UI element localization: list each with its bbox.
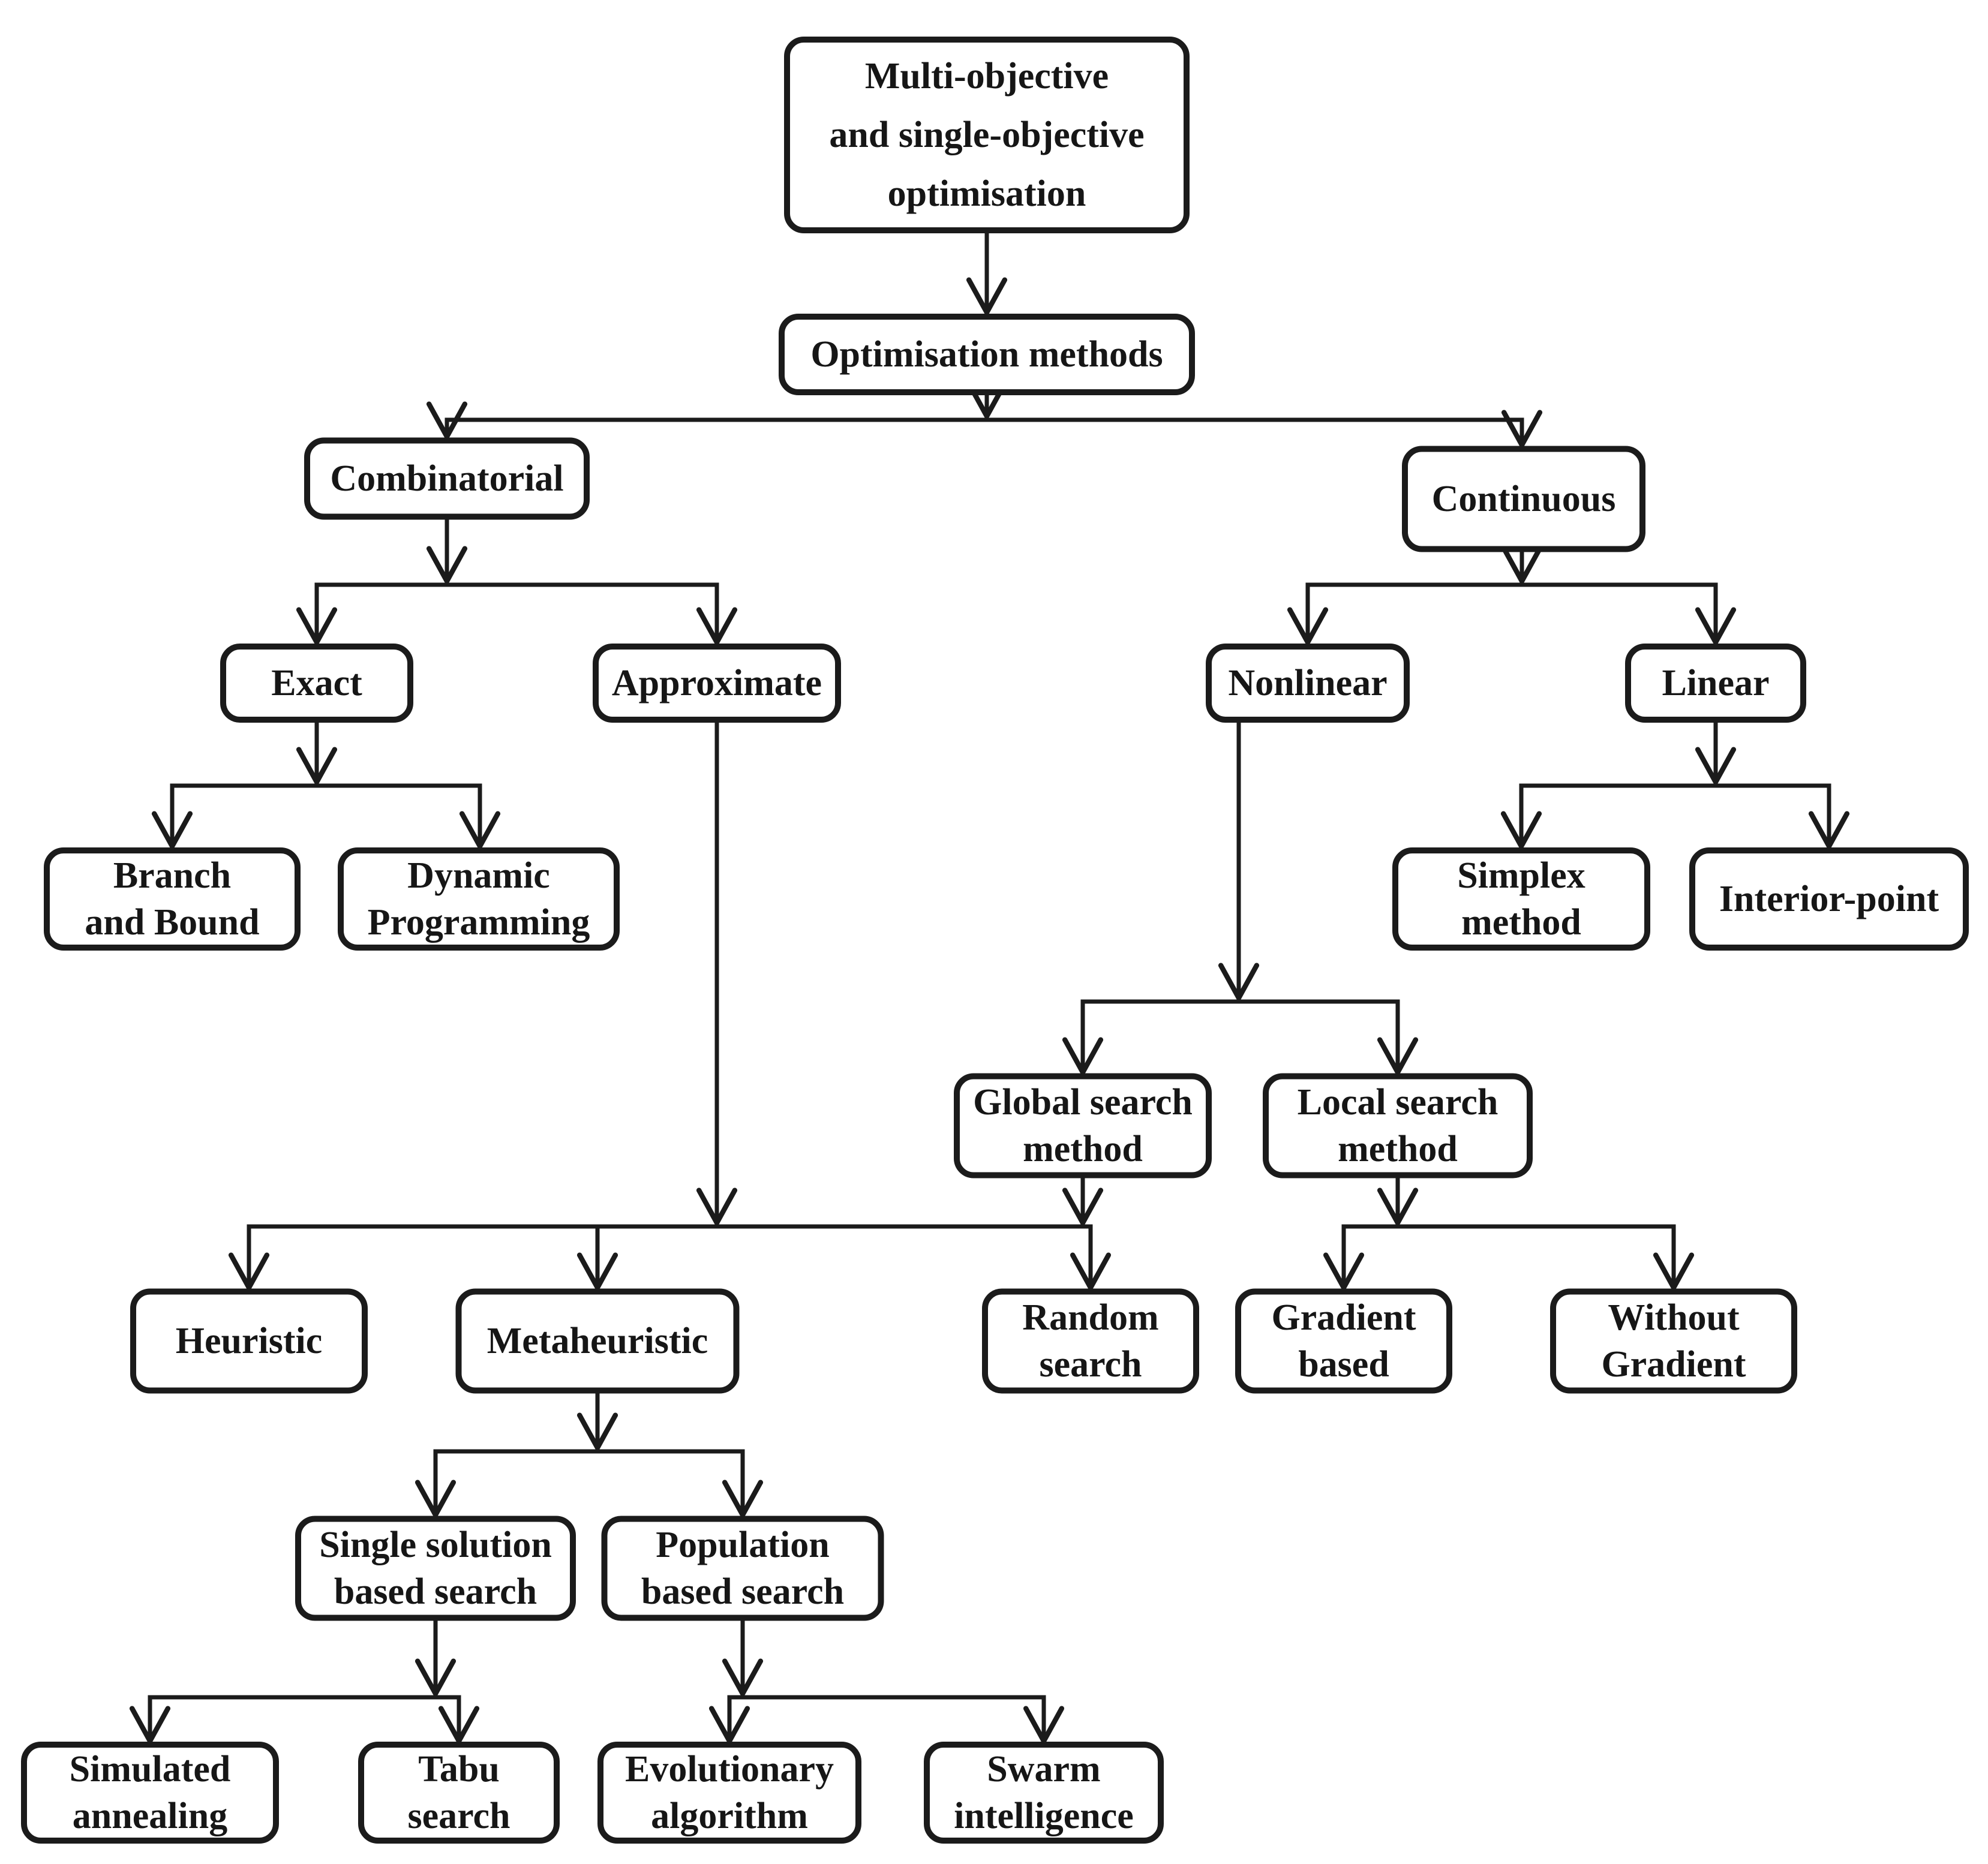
- edge-combinatorial-split: [296, 515, 738, 648]
- node-linear: Linear: [1625, 644, 1806, 723]
- interior-label: Interior-point: [1719, 879, 1939, 919]
- interior-box: [1689, 847, 1969, 951]
- opt-label: Optimisation methods: [810, 334, 1163, 375]
- node-meta: Metaheuristic: [455, 1288, 740, 1394]
- simplex-box: [1392, 847, 1650, 951]
- approx-box: [593, 644, 841, 723]
- node-cont: Continuous: [1402, 446, 1645, 552]
- node-interior: Interior-point: [1689, 847, 1969, 951]
- edge-approximate-and-global-search-join: [228, 717, 1112, 1293]
- node-heuristic: Heuristic: [130, 1288, 368, 1394]
- tabu-box: [358, 1742, 560, 1844]
- population-box: [601, 1516, 884, 1621]
- edge-exact-split: [151, 717, 501, 852]
- edge-metaheuristic-split: [415, 1388, 764, 1520]
- wogradient-box: [1550, 1288, 1797, 1394]
- swarm-box: [924, 1742, 1164, 1844]
- comb-box: [304, 437, 590, 520]
- node-approx: Approximate: [593, 644, 841, 723]
- linear-box: [1625, 644, 1806, 723]
- nonlinear-box: [1206, 644, 1410, 723]
- global-box: [954, 1073, 1212, 1178]
- approx-label: Approximate: [612, 663, 822, 703]
- single-box: [295, 1516, 576, 1621]
- comb-label: Combinatorial: [330, 458, 563, 499]
- edge-continuous-split: [1287, 546, 1737, 648]
- node-nonlinear: Nonlinear: [1206, 644, 1410, 723]
- node-opt: Optimisation methods: [779, 314, 1195, 395]
- dynprog-box: [338, 847, 620, 951]
- branchbound-box: [44, 847, 301, 951]
- edge-optimisation-methods-split: [426, 381, 1543, 450]
- edge-single-solution-split: [129, 1615, 480, 1746]
- simann-box: [21, 1742, 279, 1844]
- evo-box: [597, 1742, 861, 1844]
- meta-box: [455, 1288, 740, 1394]
- heuristic-box: [130, 1288, 368, 1394]
- gradient-box: [1235, 1288, 1452, 1394]
- exact-label: Exact: [271, 663, 362, 703]
- linear-label: Linear: [1662, 663, 1769, 703]
- local-box: [1263, 1073, 1533, 1178]
- opt-box: [779, 314, 1195, 395]
- random-box: [982, 1288, 1199, 1394]
- edge-nonlinear-split: [1062, 717, 1419, 1078]
- edge-linear-split: [1500, 717, 1850, 852]
- connector-lines: [129, 229, 1850, 1746]
- node-exact: Exact: [220, 644, 413, 723]
- multi-box: [784, 37, 1190, 233]
- edge-population-split: [708, 1615, 1065, 1746]
- heuristic-label: Heuristic: [176, 1321, 323, 1361]
- cont-box: [1402, 446, 1645, 552]
- node-comb: Combinatorial: [304, 437, 590, 520]
- nonlinear-label: Nonlinear: [1228, 663, 1387, 703]
- exact-box: [220, 644, 413, 723]
- meta-label: Metaheuristic: [487, 1321, 708, 1361]
- cont-label: Continuous: [1432, 479, 1616, 519]
- edge-local-search-split: [1323, 1173, 1695, 1293]
